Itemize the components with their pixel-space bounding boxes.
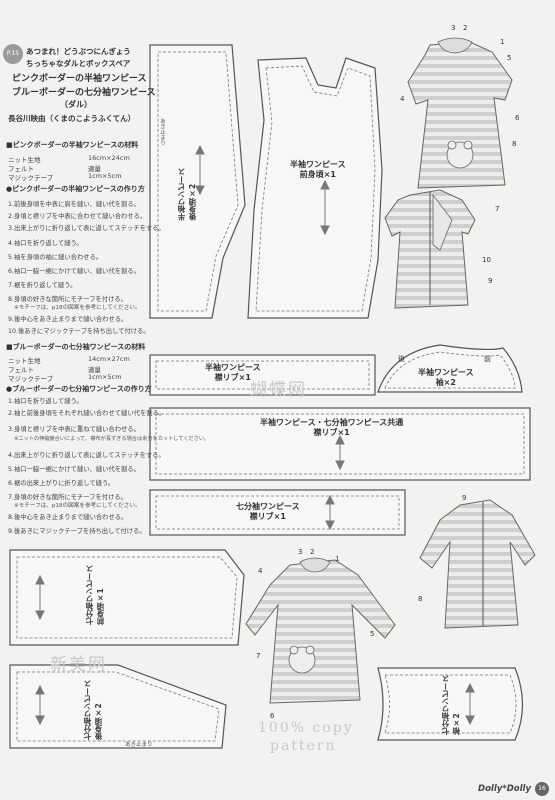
piece-front-34 [9,549,245,646]
blue-step-note: ※モチーフは、p18の図案を参考にしてください。 [14,503,141,509]
opening-stop-mark: あき止まり [159,118,165,146]
page-number: 16 [535,782,549,796]
pink-step: 1.前後身頃を中表に肩を縫い、縫い代を割る。 [8,201,140,208]
label-front-short: 半袖ワンピース 前身頃×1 [290,160,346,180]
header-line-4: ブルーボーダーの七分袖ワンピース [12,88,156,98]
watermark-text: 新美网 [50,655,107,675]
callout-number: 5 [370,630,375,638]
pink-material-qty: 1cm×5cm [88,172,122,180]
pink-material-qty: 適量 [88,165,101,173]
header-line-1: あつまれ！どうぶつにんぎょう [26,47,131,56]
blue-step: 1.袖口を折り返して縫う。 [8,398,83,405]
pink-step: 4.袖口を折り返して縫う。 [8,240,83,247]
piece-collar-34 [149,489,406,536]
label-collar-common: 半袖ワンピース・七分袖ワンピース共通 襟リブ×1 [260,418,404,438]
label-front-34: 七分袖ワンピース 前身頃×1 [85,565,105,625]
label-back-short: 半袖ワンピース 後身頃×2 [177,168,197,221]
callout-number: 6 [270,712,275,720]
header-line-5: （ダル） [60,100,92,109]
label-collar-short: 半袖ワンピース 襟リブ×1 [205,363,261,383]
illustration-short-back [384,189,476,309]
callout-number: 8 [418,595,423,603]
label-sleeve-short: 半袖ワンピース 袖×2 [418,368,474,388]
label-collar-34: 七分袖ワンピース 襟リブ×1 [236,502,300,522]
author-credit: 長谷川映由（くまのこようふくてん） [8,114,136,123]
header-line-2: ちっちゃなダルとボックスペア [26,59,131,68]
pink-material-name: フェルト [8,165,34,173]
page-ref-badge: P.15 [3,44,23,64]
blue-material-qty: 14cm×27cm [88,355,130,363]
callout-number: 4 [400,95,405,103]
callout-number: 3 [451,24,456,32]
callout-number: 2 [463,24,468,32]
blue-material-name: ニット生地 [8,357,41,365]
piece-front-short [247,57,383,319]
blue-step: 5.袖口一脇一裾にかけて縫い、縫い代を割る。 [8,466,140,473]
callout-number: 7 [495,205,500,213]
pink-step: 3.出来上がりに折り返して表に返してステッチをする。 [8,225,165,232]
watermark-text: 100% copy [258,720,354,736]
illustration-short-front [407,37,513,189]
illustration-34-back [419,499,536,629]
callout-number: 10 [482,256,491,264]
label-back-34: 七分袖ワンピース 後身頃×2 [83,680,103,740]
callout-number: 6 [515,114,520,122]
callout-number: 1 [335,555,340,563]
callout-number: 5 [507,54,512,62]
callout-number: 8 [512,140,517,148]
piece-sleeve-short [377,344,523,393]
blue-steps-title: ●ブルーボーダーの七分袖ワンピースの作り方 [6,385,152,393]
blue-step: 7.身頃の好きな箇所にモチーフを付ける。 [8,494,127,501]
illustration-34-front [245,557,396,704]
pink-step: 8.身頃の好きな箇所にモチーフを付ける。 [8,296,127,303]
piece-collar-short [149,354,376,396]
blue-material-name: マジックテープ [8,375,54,383]
blue-step: 9.後あきにマジックテープを持ち出して付ける。 [8,528,146,535]
magazine-brand: Dolly*Dolly [478,784,531,794]
blue-step: 8.後中心をあき止まりまで縫い合わせる。 [8,514,128,521]
pink-step: 2.身頃と襟リブを中表に合わせて縫い合わせる。 [8,213,147,220]
blue-material-name: フェルト [8,366,34,374]
piece-back-34 [9,664,227,749]
blue-step: 3.身頃と襟リブを中表に重ねて縫い合わせる。 [8,426,140,433]
pink-material-name: ニット生地 [8,156,41,164]
callout-number: 9 [488,277,493,285]
grainline-arrows [35,144,475,726]
blue-materials-title: ■ブルーボーダーの七分袖ワンピースの材料 [6,343,146,351]
blue-step-note: ※ニットの伸縮度合いによって、襟布が長すぎる場合は余分をカットしてください。 [14,436,210,442]
blue-material-qty: 1cm×5cm [88,373,122,381]
blue-step: 6.裾の出来上がりに折り返して縫う。 [8,480,115,487]
callout-number: 2 [310,548,315,556]
blue-step: 4.出来上がりに折り返して表に返してステッチをする。 [8,452,165,459]
pink-step: 5.袖を身頃の袖に縫い合わせる。 [8,254,103,261]
pink-step: 7.裾を折り返して縫う。 [8,282,77,289]
sleeve-front-mark: 前 [484,355,491,363]
callout-number: 1 [500,38,505,46]
pink-material-name: マジックテープ [8,174,54,182]
watermark-text: pattern [270,738,337,754]
pink-step-note: ※モチーフは、p18の図案を参考にしてください。 [14,305,141,311]
label-sleeve-34: 七分袖ワンピース 袖×2 [441,675,461,735]
blue-material-qty: 適量 [88,366,101,374]
callout-number: 3 [298,548,303,556]
pink-material-qty: 16cm×24cm [88,154,130,162]
callout-number: 7 [256,652,261,660]
opening-stop-mark: あき止まり [125,742,153,748]
pink-step: 10.後あきにマジックテープを持ち出して付ける。 [8,328,150,335]
pink-steps-title: ●ピンクボーダーの半袖ワンピースの作り方 [6,185,145,193]
pink-materials-title: ■ピンクボーダーの半袖ワンピースの材料 [6,141,139,149]
callout-number: 4 [258,567,263,575]
piece-back-short [149,44,246,319]
sleeve-back-mark: 後 [398,355,405,363]
header-line-3: ピンクボーダーの半袖ワンピース [12,74,147,84]
pink-step: 6.袖口一脇一裾にかけて縫い、縫い代を割る。 [8,268,140,275]
callout-number: 9 [462,494,467,502]
watermark-text: 蝴蝶网 [250,380,307,400]
pink-step: 9.後中心をあき止まりまで縫い合わせる。 [8,316,128,323]
blue-step: 2.袖と前後身頃をそれぞれ縫い合わせて縫い代を割る。 [8,410,166,417]
piece-sleeve-34 [377,667,524,741]
